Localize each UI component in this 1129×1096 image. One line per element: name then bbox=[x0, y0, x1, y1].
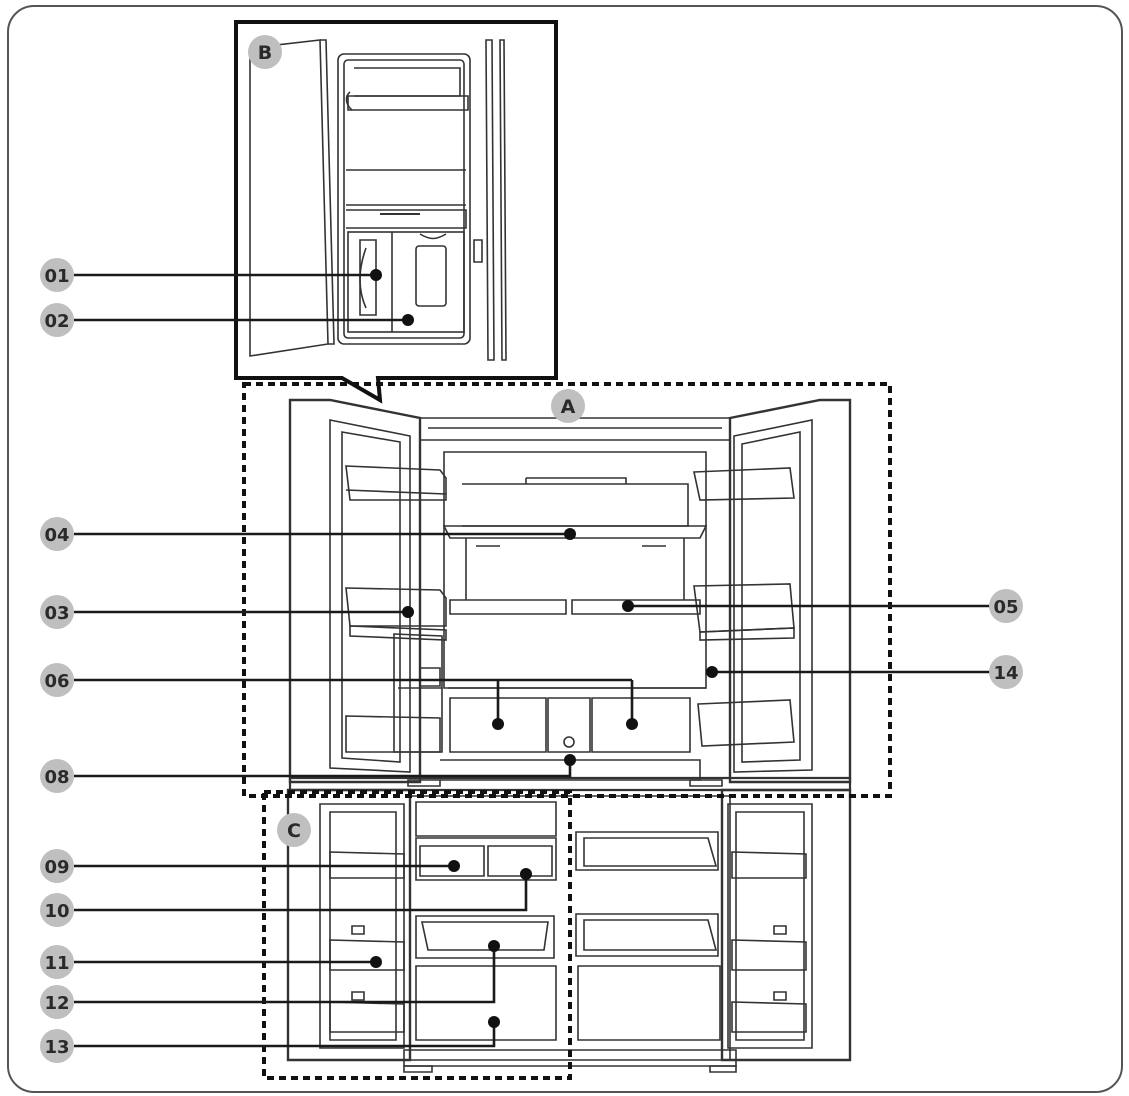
callout-label-02: 02 bbox=[44, 311, 69, 332]
section-label-c: C bbox=[287, 820, 301, 842]
inset-b: B bbox=[236, 22, 556, 400]
callout-label-09: 09 bbox=[44, 857, 69, 878]
callout-label-08: 08 bbox=[44, 767, 69, 788]
callout-label-12: 12 bbox=[44, 993, 69, 1014]
callout-label-13: 13 bbox=[44, 1037, 69, 1058]
callout-label-04: 04 bbox=[44, 525, 69, 546]
callout-label-11: 11 bbox=[44, 953, 69, 974]
callout-label-01: 01 bbox=[44, 266, 69, 287]
section-label-b: B bbox=[258, 42, 272, 64]
callout-label-14: 14 bbox=[993, 663, 1018, 684]
leader-lines bbox=[74, 275, 990, 1046]
callout-label-06: 06 bbox=[44, 671, 69, 692]
callout-label-05: 05 bbox=[993, 597, 1018, 618]
section-label-a: A bbox=[561, 396, 576, 418]
callout-label-03: 03 bbox=[44, 603, 69, 624]
callout-label-10: 10 bbox=[44, 901, 69, 922]
outer-frame bbox=[8, 6, 1122, 1092]
